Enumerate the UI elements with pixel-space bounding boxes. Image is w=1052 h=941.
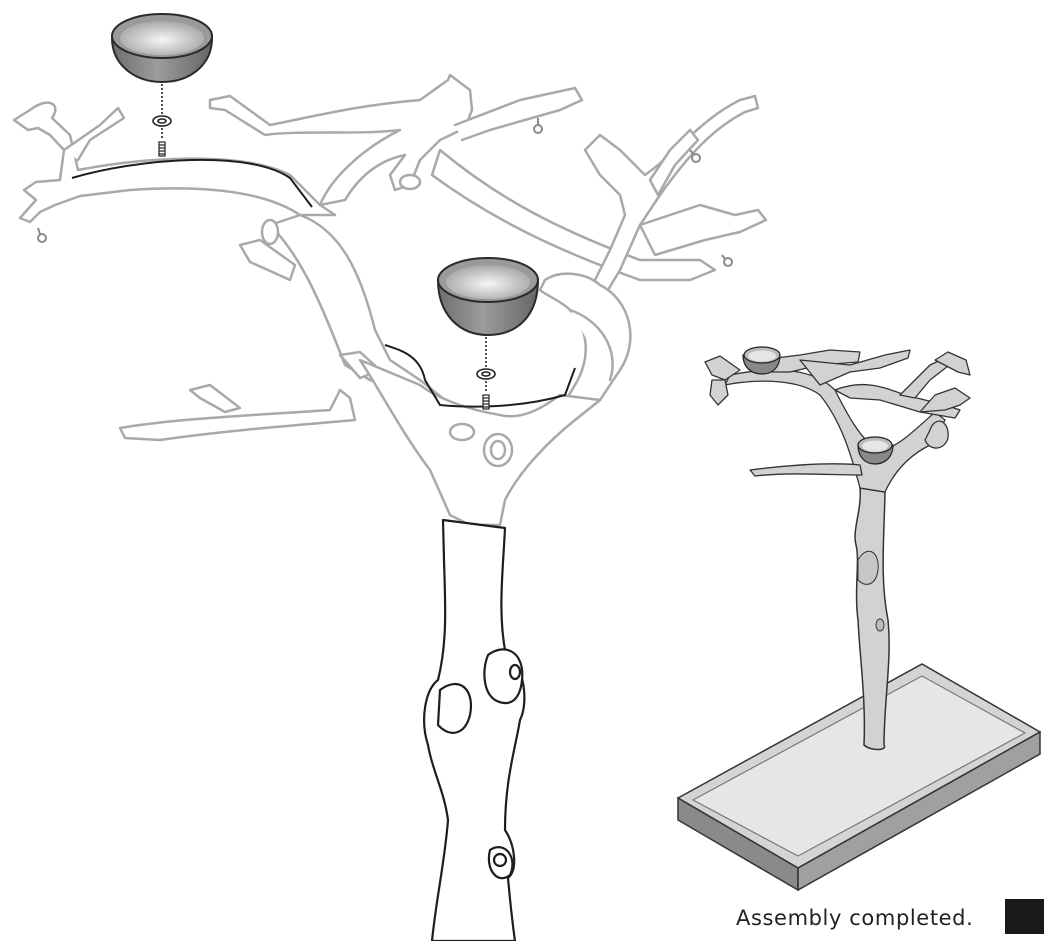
feeding-cup-icon <box>743 347 780 374</box>
washer-icon <box>477 337 495 393</box>
tray <box>678 664 1040 890</box>
feeding-cup-icon <box>438 258 538 335</box>
end-of-section-mark-icon <box>1005 899 1044 934</box>
perch-trunk-large <box>424 520 524 941</box>
assembly-caption: Assembly completed. <box>736 902 981 934</box>
threaded-bolt-icon <box>483 395 489 409</box>
perch-tree-large <box>14 75 766 525</box>
washer-icon <box>153 84 171 140</box>
perch-stand-icon <box>678 347 1040 890</box>
feeding-cup-icon <box>112 14 212 82</box>
threaded-bolt-icon <box>159 142 165 156</box>
